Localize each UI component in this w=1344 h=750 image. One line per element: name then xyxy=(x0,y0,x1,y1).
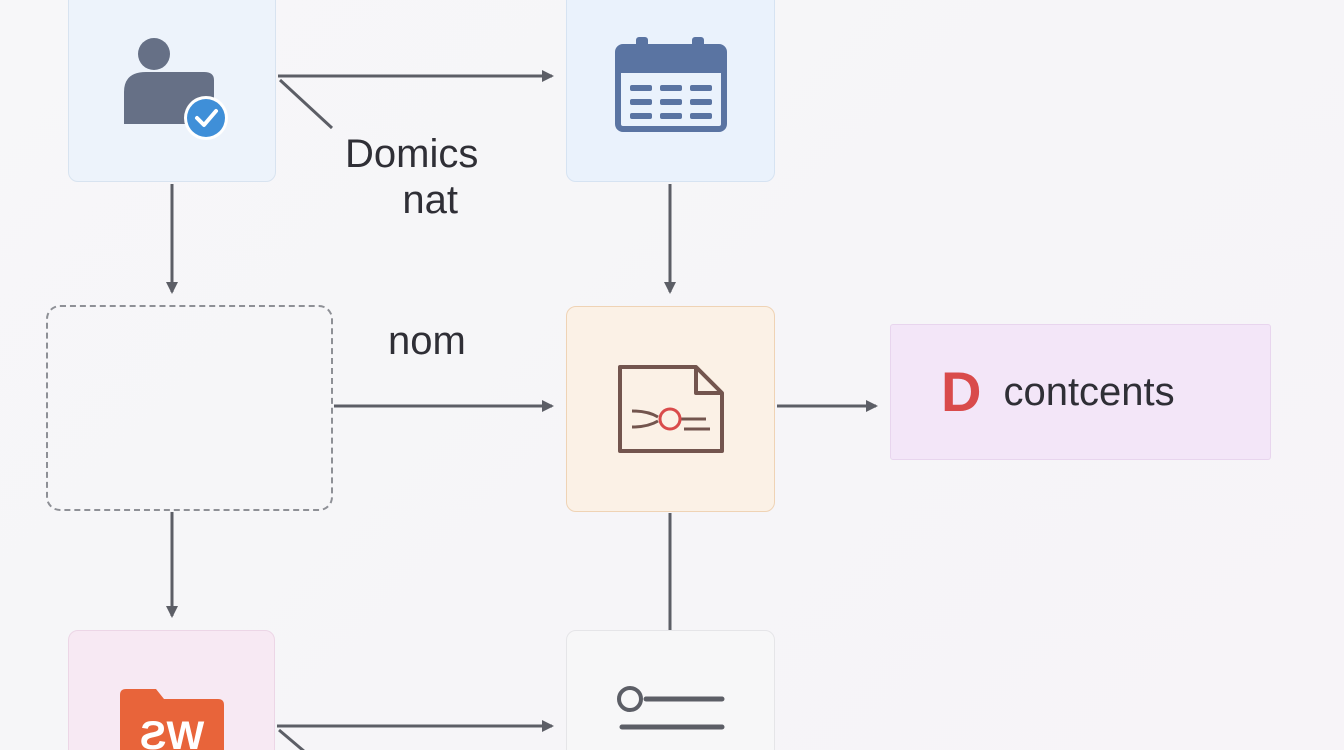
folder-glyph: ƧW xyxy=(139,714,204,750)
leader-line-domics xyxy=(278,78,334,130)
output-label: contcents xyxy=(1003,369,1175,414)
domics-label-line2: nat xyxy=(402,178,458,222)
document-node[interactable] xyxy=(566,306,775,512)
domics-label: Domics nat xyxy=(345,131,478,223)
folder-node[interactable]: ƧW xyxy=(68,630,275,750)
document-connection-icon xyxy=(617,365,724,453)
list-node[interactable] xyxy=(566,630,775,750)
list-icon xyxy=(616,686,724,730)
calendar-node[interactable] xyxy=(566,0,775,182)
folder-icon: ƧW xyxy=(119,689,224,750)
leader-line-folder xyxy=(278,728,305,750)
domics-label-line1: Domics xyxy=(345,132,479,176)
calendar-icon xyxy=(614,37,727,132)
d-letter-icon: D xyxy=(941,360,982,423)
output-node[interactable]: D contcents xyxy=(890,324,1271,460)
user-node[interactable] xyxy=(68,0,276,182)
placeholder-node[interactable] xyxy=(46,305,333,511)
user-verified-icon xyxy=(124,38,228,140)
nom-label: nom xyxy=(388,319,466,363)
